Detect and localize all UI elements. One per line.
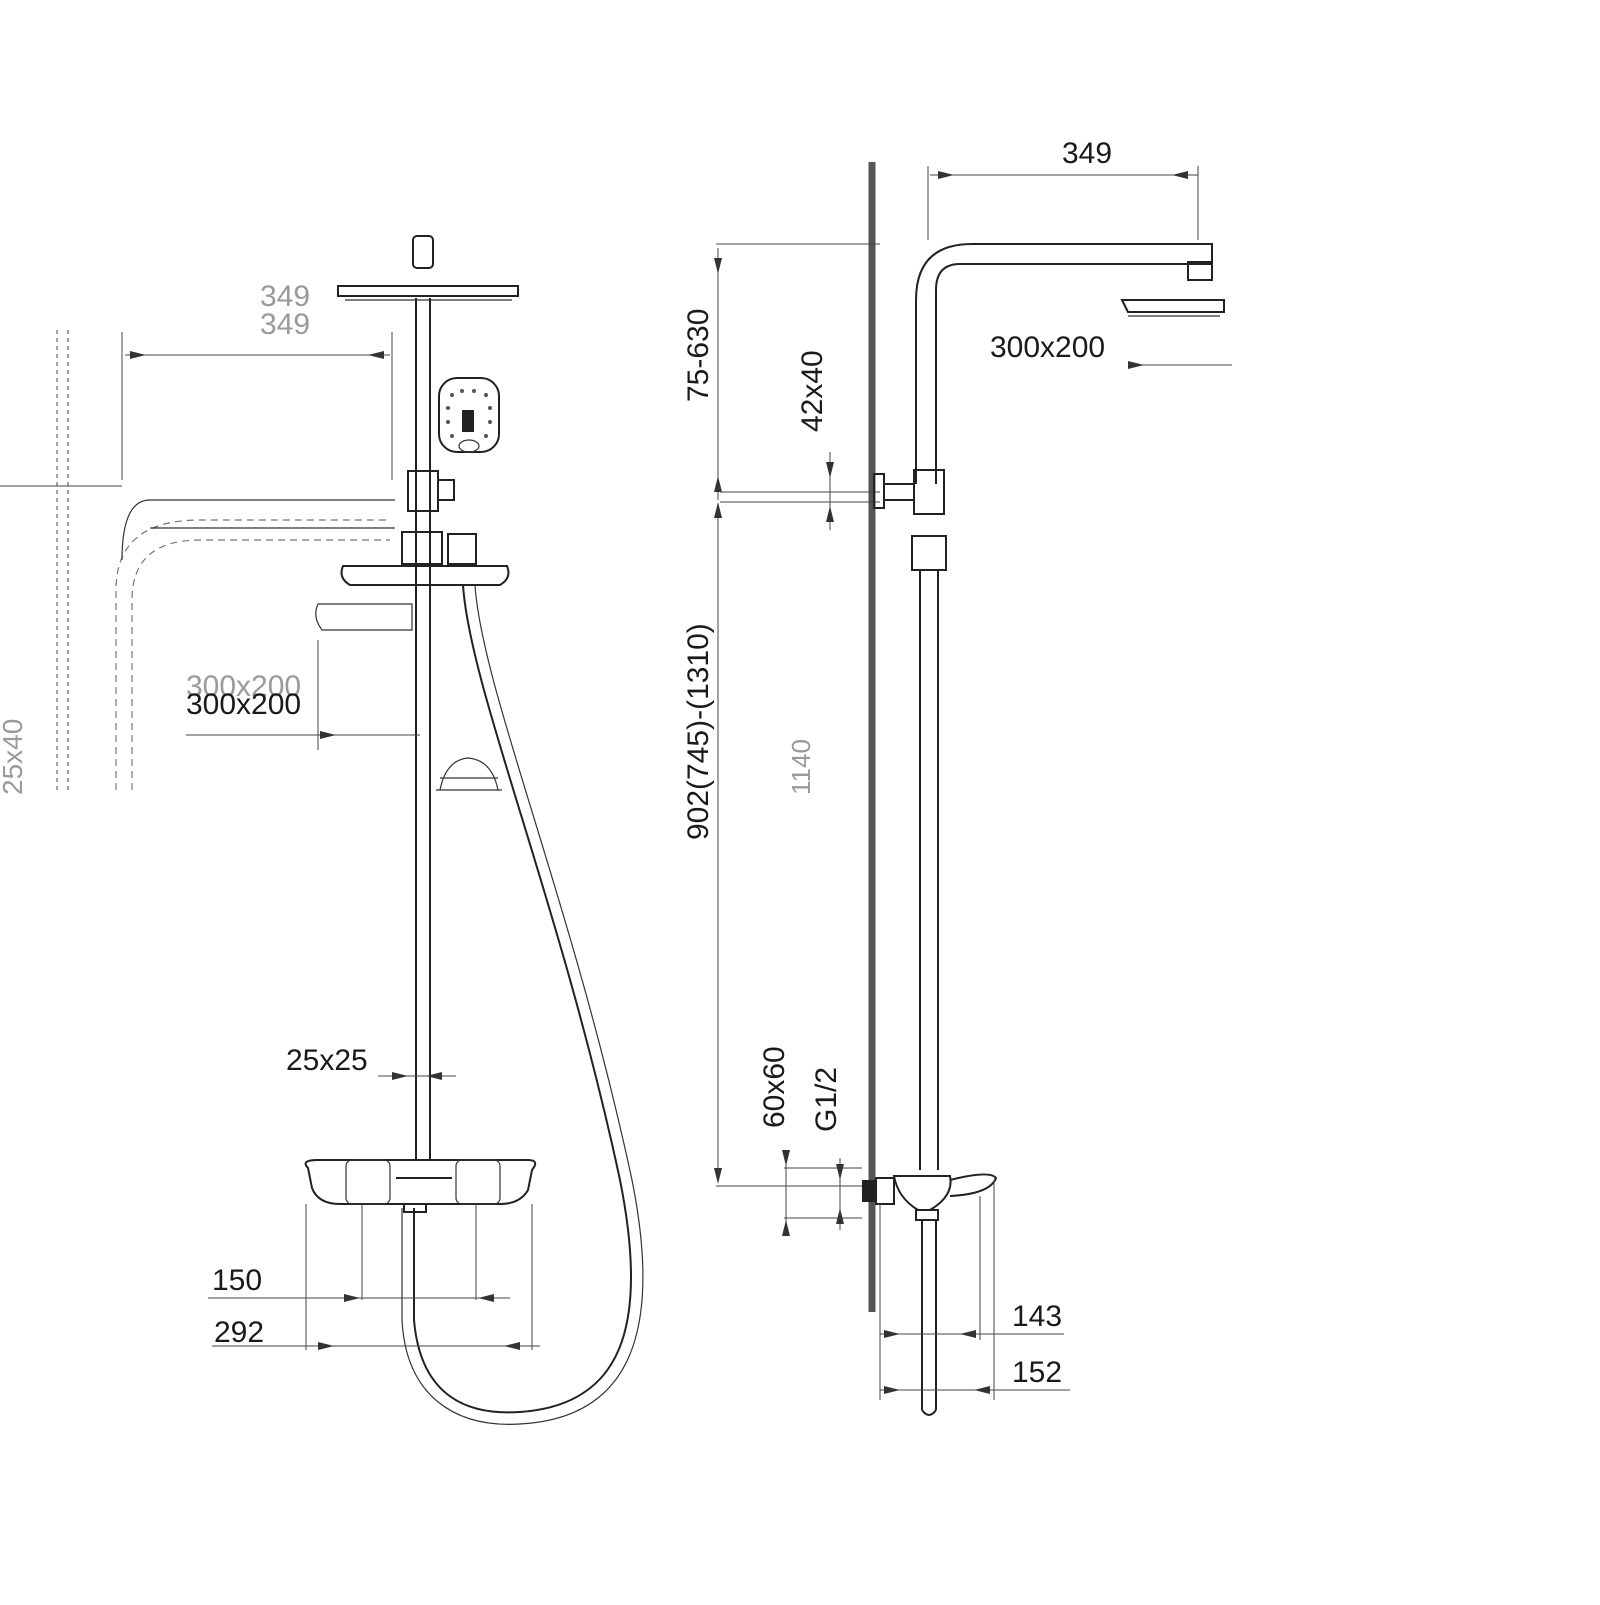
shower-hose [401, 584, 644, 1425]
head-size-front-label: 300x200 [186, 688, 301, 721]
side-view: 349 300x200 75-630 [682, 137, 1232, 1416]
dimension-height-adjust: 75-630 [682, 243, 880, 500]
projection-total-label: 152 [1012, 1356, 1062, 1389]
dimension-rail-height: 902(745)-(1310) 1140 [682, 502, 868, 1187]
dimension-mixer-center: 150 [208, 1204, 533, 1350]
bracket-size-label: 42x40 [796, 350, 829, 432]
dimension-projection-front: 143 [879, 1196, 1064, 1400]
arm-reach-side-label: 349 [1062, 137, 1112, 170]
dimension-arm-reach-front: 349 349 [121, 280, 393, 480]
wall-partial-label: 25x40 [0, 719, 28, 795]
rail-section-label: 25x25 [286, 1044, 368, 1077]
shower-arm [915, 243, 1225, 484]
dimension-arm-reach-side: 349 [927, 137, 1199, 240]
side-bracket [873, 469, 947, 571]
height-adjust-label: 75-630 [682, 309, 715, 402]
mixer-center-label: 150 [212, 1264, 262, 1297]
front-view: 349 349 300x200 300x200 25x40 25x25 [0, 235, 644, 1425]
overhead-shower-head [337, 235, 519, 301]
ghost-head-outline [436, 757, 502, 791]
dimension-mixer-width: 292 [212, 1316, 540, 1350]
vertical-rail [415, 298, 431, 1160]
mixer-block-label: 60x60 [758, 1046, 791, 1128]
dimension-inlet-thread: G1/2 [810, 1067, 844, 1230]
wall-hatch [0, 330, 122, 790]
hand-shower [438, 377, 500, 453]
arm-reach-front-label: 349 [260, 308, 310, 341]
projection-front-label: 143 [1012, 1300, 1062, 1333]
side-rail [919, 570, 939, 1170]
dimension-bracket-size: 42x40 [720, 350, 880, 530]
slider-bracket [315, 470, 510, 631]
mixer-width-label: 292 [214, 1316, 264, 1349]
head-size-ghost-label: 300x200 [186, 670, 301, 703]
head-size-side-label: 300x200 [990, 331, 1105, 364]
dimension-projection-total: 152 [880, 1180, 1070, 1400]
dimension-mixer-block: 60x60 [758, 1046, 862, 1236]
dimension-head-size-front: 300x200 300x200 [186, 640, 420, 750]
thermostatic-mixer [304, 1159, 537, 1213]
side-mixer [862, 1173, 998, 1416]
dimension-head-size-side: 300x200 [990, 331, 1232, 369]
dimension-rail-section: 25x25 [286, 1044, 456, 1080]
rail-height-ghost-label: 1140 [786, 739, 816, 795]
inlet-thread-label: G1/2 [810, 1067, 843, 1132]
rail-height-label: 902(745)-(1310) [682, 623, 715, 840]
arm-reach-ghost-label: 349 [260, 280, 310, 313]
ghost-arm-outline [115, 499, 395, 790]
